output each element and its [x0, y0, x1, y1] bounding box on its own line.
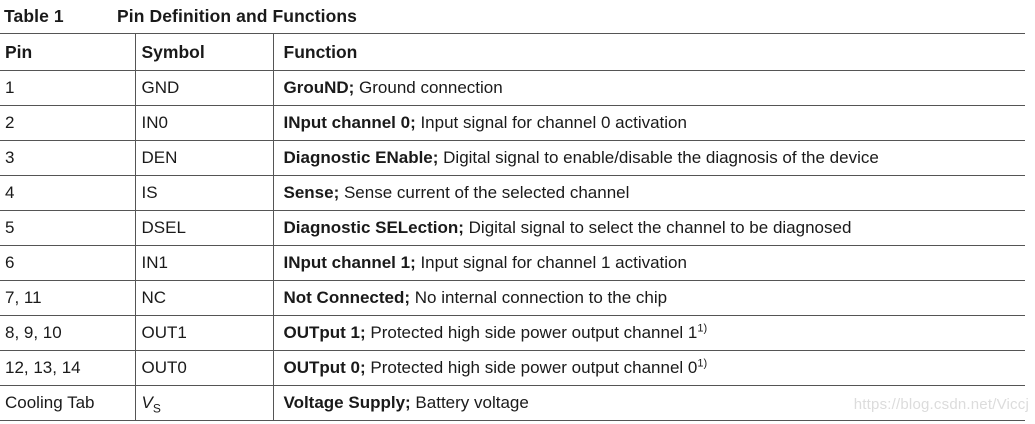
function-bold-label: INput channel 0;: [283, 113, 416, 132]
function-cell: Sense; Sense current of the selected cha…: [273, 176, 1025, 211]
function-bold-label: Not Connected;: [283, 288, 411, 307]
footnote-marker: 1): [697, 322, 708, 335]
symbol-cell: NC: [135, 280, 274, 316]
function-cell: Diagnostic SELection; Digital signal to …: [273, 211, 1025, 246]
function-description: Battery voltage: [410, 393, 529, 412]
header-symbol: Symbol: [135, 33, 274, 71]
pin-cell: 4: [0, 175, 136, 211]
function-cell: INput channel 1; Input signal for channe…: [273, 246, 1025, 281]
pin-cell: 7, 11: [0, 280, 136, 316]
pin-cell: 8, 9, 10: [0, 315, 136, 351]
table-number: Table 1: [4, 6, 64, 26]
function-description: Protected high side power output channel…: [365, 358, 698, 377]
function-description: Digital signal to select the channel to …: [463, 218, 852, 237]
symbol-cell: OUT1: [135, 315, 274, 351]
function-description: Digital signal to enable/disable the dia…: [438, 148, 879, 167]
table-title: Pin Definition and Functions: [117, 6, 358, 26]
function-description: No internal connection to the chip: [410, 288, 668, 307]
pin-cell: 6: [0, 245, 136, 281]
function-cell: Voltage Supply; Battery voltage: [273, 386, 1025, 421]
function-bold-label: GrouND;: [283, 78, 355, 97]
symbol-cell: IS: [135, 175, 274, 211]
header-function: Function: [283, 41, 358, 62]
pin-cell: Cooling Tab: [0, 385, 136, 421]
symbol-cell: IN0: [135, 105, 274, 141]
function-cell: OUTput 0; Protected high side power outp…: [273, 351, 1025, 386]
function-bold-label: Voltage Supply;: [283, 393, 411, 412]
pin-cell: 5: [0, 210, 136, 246]
function-bold-label: OUTput 0;: [283, 358, 366, 377]
table-caption: Table 1 Pin Definition and Functions: [0, 0, 1035, 33]
symbol-cell: GND: [135, 70, 274, 106]
function-cell: Diagnostic ENable; Digital signal to ena…: [273, 141, 1025, 176]
pin-cell: 2: [0, 105, 136, 141]
symbol-subscript: S: [152, 401, 161, 416]
footnote-marker: 1): [697, 357, 708, 370]
function-cell: OUTput 1; Protected high side power outp…: [273, 316, 1025, 351]
function-bold-label: INput channel 1;: [283, 253, 416, 272]
symbol-cell: DEN: [135, 140, 274, 176]
function-description: Ground connection: [354, 78, 503, 97]
table-header-row: Pin Symbol Function: [0, 33, 1025, 71]
function-bold-label: OUTput 1;: [283, 323, 366, 342]
symbol-cell: OUT0: [135, 350, 274, 386]
pin-cell: 12, 13, 14: [0, 350, 136, 386]
header-pin: Pin: [0, 33, 136, 71]
function-cell: Not Connected; No internal connection to…: [273, 281, 1025, 316]
function-cell: INput channel 0; Input signal for channe…: [273, 106, 1025, 141]
function-description: Sense current of the selected channel: [339, 183, 630, 202]
symbol-cell: DSEL: [135, 210, 274, 246]
pin-cell: 3: [0, 140, 136, 176]
watermark: https://blog.csdn.net/Viccj: [853, 396, 1029, 413]
function-description: Input signal for channel 0 activation: [415, 113, 687, 132]
function-bold-label: Sense;: [283, 183, 340, 202]
function-cell: GrouND; Ground connection: [273, 71, 1025, 106]
pin-cell: 1: [0, 70, 136, 106]
function-description: Input signal for channel 1 activation: [415, 253, 687, 272]
function-bold-label: Diagnostic SELection;: [283, 218, 464, 237]
function-bold-label: Diagnostic ENable;: [283, 148, 439, 167]
symbol-cell: IN1: [135, 245, 274, 281]
symbol-cell: VS: [135, 385, 274, 421]
symbol-base: V: [141, 393, 153, 412]
function-description: Protected high side power output channel…: [365, 323, 698, 342]
